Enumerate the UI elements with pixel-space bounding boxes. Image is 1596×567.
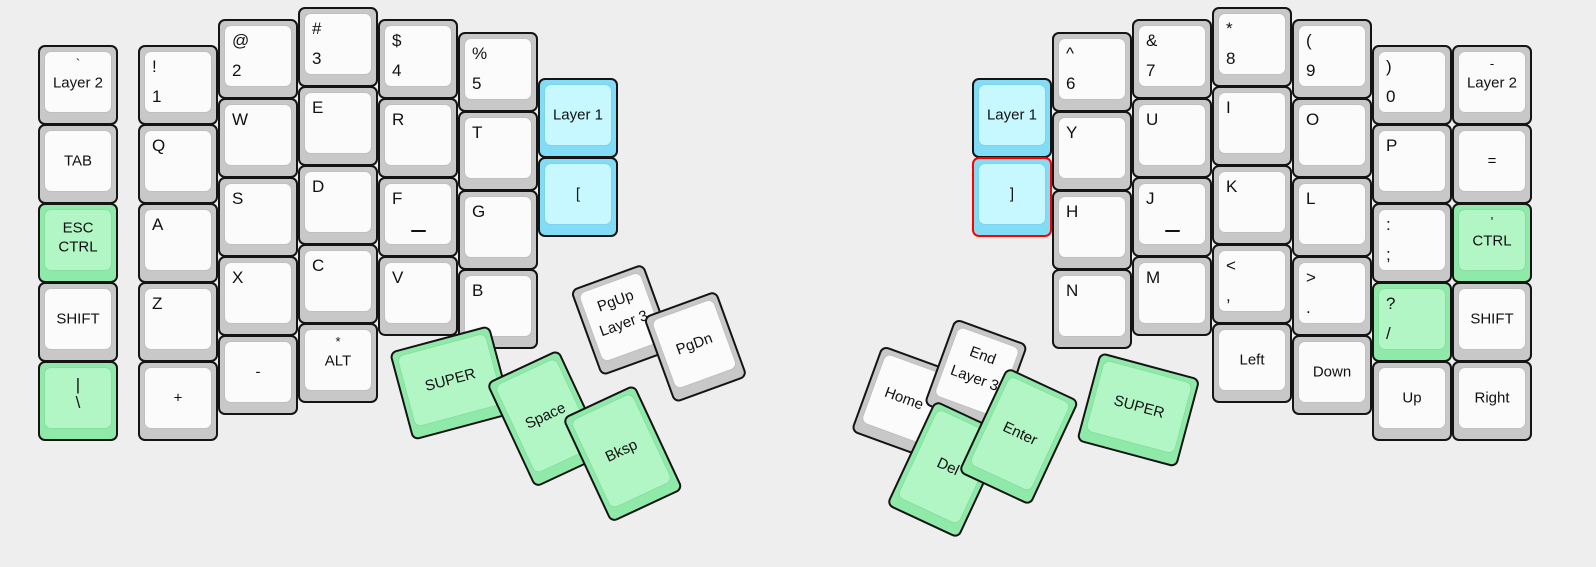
key-legend: Layer 2 [1466,74,1518,92]
key-legend: End [967,343,999,369]
key-cap: U [1139,105,1205,165]
homing-bar-icon [411,230,426,232]
key-6[interactable]: ^6 [1052,32,1132,112]
key-equals[interactable]: = [1452,124,1532,204]
key-l[interactable]: L [1292,177,1372,257]
key-r[interactable]: R [378,98,458,178]
key-h[interactable]: H [1052,190,1132,270]
key-legend: CTRL [1472,232,1512,250]
key-cap: - Layer 2 [1459,52,1525,112]
key-cap: + [145,368,211,428]
key-cap: SUPER [1086,360,1192,454]
key-cap: ] [979,164,1045,224]
key-t[interactable]: T [458,111,538,191]
key-period[interactable]: >. [1292,256,1372,336]
key-cap: P [1379,131,1445,191]
key-legend: = [1487,152,1497,170]
key-cap: = [1459,131,1525,191]
key-p[interactable]: P [1372,124,1452,204]
key-cap: SHIFT [1459,289,1525,349]
key-y[interactable]: Y [1052,111,1132,191]
key-legend: ' [1490,214,1494,229]
key-e[interactable]: E [298,86,378,166]
key-shift-right[interactable]: SHIFT [1452,282,1532,362]
key-semicolon[interactable]: :; [1372,203,1452,283]
key-u[interactable]: U [1132,98,1212,178]
key-layer2-minus[interactable]: - Layer 2 [1452,45,1532,125]
key-layer2-grave[interactable]: `Layer 2 [38,45,118,125]
key-cap: D [305,172,371,232]
key-bracket-right[interactable]: ] [972,157,1052,237]
key-layer1-right[interactable]: Layer 1 [972,78,1052,158]
key-g[interactable]: G [458,190,538,270]
key-pipe-backslash[interactable]: |\ [38,361,118,441]
key-q[interactable]: Q [138,124,218,204]
key-5[interactable]: %5 [458,32,538,112]
key-0[interactable]: )0 [1372,45,1452,125]
key-cap: - [225,342,291,402]
key-cap: A [145,210,211,270]
key-cap: %5 [465,39,531,99]
key-c[interactable]: C [298,244,378,324]
key-quote-ctrl[interactable]: ' CTRL [1452,203,1532,283]
key-left-arrow[interactable]: Left [1212,323,1292,403]
key-x[interactable]: X [218,256,298,336]
key-a[interactable]: A [138,203,218,283]
key-cap: #3 [305,14,371,74]
key-plus[interactable]: + [138,361,218,441]
key-cap: Right [1459,368,1525,428]
key-legend: SHIFT [1470,310,1514,328]
key-legend: SUPER [1111,392,1167,422]
key-v[interactable]: V [378,256,458,336]
key-down-arrow[interactable]: Down [1292,335,1372,415]
key-4[interactable]: $4 [378,19,458,99]
key-cap: T [465,118,531,178]
key-b[interactable]: B [458,269,538,349]
key-cap: ' CTRL [1459,210,1525,270]
key-minus[interactable]: - [218,335,298,415]
key-legend: Enter [1000,418,1040,450]
key-cap: Q [145,131,211,191]
key-z[interactable]: Z [138,282,218,362]
key-1[interactable]: !1 [138,45,218,125]
key-right-arrow[interactable]: Right [1452,361,1532,441]
key-legend: - [1489,56,1495,71]
key-cap: H [1059,197,1125,257]
key-legend: Right [1474,389,1510,407]
key-i[interactable]: I [1212,86,1292,166]
homing-bar-icon [1165,230,1180,232]
